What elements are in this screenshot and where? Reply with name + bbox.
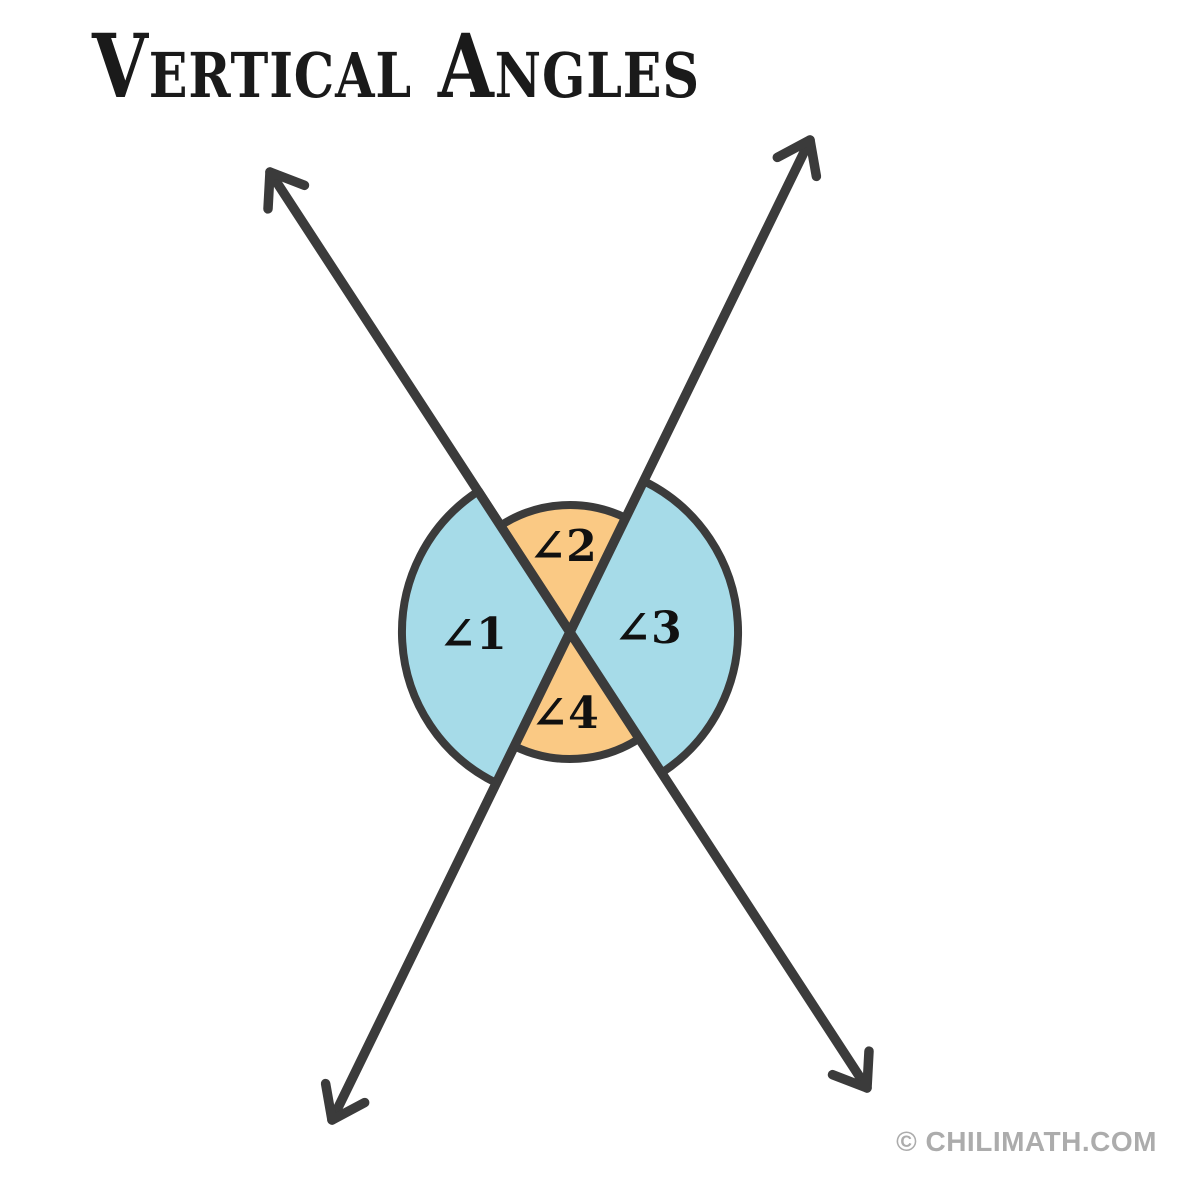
page-title: Vertical Angles: [92, 14, 700, 118]
angle-2-label: ∠2: [529, 521, 596, 572]
angle-2-sector: [497, 500, 630, 636]
angle-4-label: ∠4: [531, 688, 598, 739]
angle-3-label: ∠3: [614, 603, 681, 654]
arrowhead-bottom-left: [320, 1078, 370, 1125]
arrowhead-top-left: [263, 167, 310, 214]
arrowhead-bottom-right: [827, 1046, 874, 1093]
arrowhead-top-right: [772, 135, 822, 182]
watermark-text: © CHILIMATH.COM: [896, 1126, 1157, 1157]
angle-1-label: ∠1: [439, 609, 506, 660]
crossing-line-2: [265, 167, 872, 1093]
angle-4-sector: [510, 628, 643, 764]
